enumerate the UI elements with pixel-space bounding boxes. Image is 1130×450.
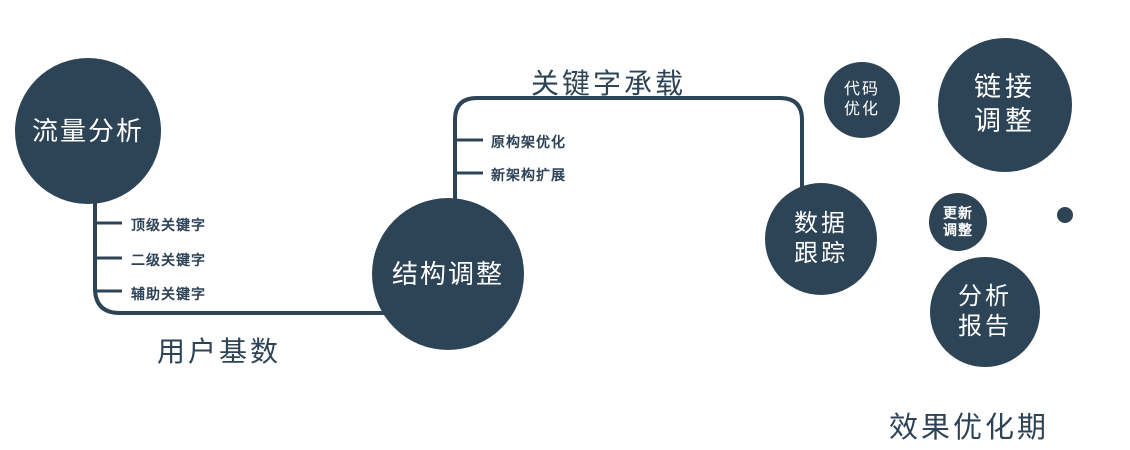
code-optimize-label-line1: 代码: [843, 81, 880, 98]
code-optimize-label-line2: 优化: [843, 101, 880, 118]
analysis-report-label-line2: 报告: [958, 313, 1012, 340]
analysis-report-node: 分析 报告: [930, 257, 1040, 367]
edge-label-user-base: 用户基数: [157, 336, 282, 367]
update-adjust-label-line2: 调整: [943, 222, 973, 238]
structure-branch-label-new-expand: 新架构扩展: [491, 167, 566, 183]
data-tracking-label-line2: 跟踪: [794, 240, 848, 267]
structure-adjust-label: 结构调整: [391, 258, 504, 289]
update-adjust-label-line1: 更新: [943, 204, 973, 221]
traffic-branch-label-aux-keywords: 辅助关键字: [131, 286, 206, 302]
update-adjust-node: 更新 调整: [929, 193, 987, 251]
data-tracking-label-line1: 数据: [794, 210, 848, 237]
analysis-report-label-line1: 分析: [958, 283, 1012, 310]
structure-adjust-node: 结构调整: [372, 198, 524, 350]
traffic-analysis-node: 流量分析: [15, 58, 161, 204]
connector-structure-to-tracking: [453, 96, 804, 210]
traffic-analysis-label: 流量分析: [31, 115, 144, 146]
structure-branch-label-original-optimize: 原构架优化: [491, 134, 566, 150]
bullet-dot: [1057, 207, 1073, 223]
edge-label-keyword-carry: 关键字承载: [531, 68, 687, 99]
data-tracking-node: 数据 跟踪: [765, 183, 877, 295]
link-adjust-label-line2: 调整: [974, 106, 1036, 136]
code-optimize-node: 代码 优化: [824, 62, 900, 138]
link-adjust-node: 链接 调整: [938, 38, 1072, 172]
connector-traffic-to-structure: [93, 190, 400, 315]
link-adjust-label-line1: 链接: [974, 72, 1036, 103]
traffic-branch-ticks: [95, 221, 122, 293]
traffic-branch-label-top-keywords: 顶级关键字: [131, 217, 206, 233]
caption-effect-optimization-period: 效果优化期: [889, 412, 1050, 444]
traffic-branch-label-second-keywords: 二级关键字: [131, 252, 206, 268]
structure-branch-ticks: [455, 138, 483, 175]
